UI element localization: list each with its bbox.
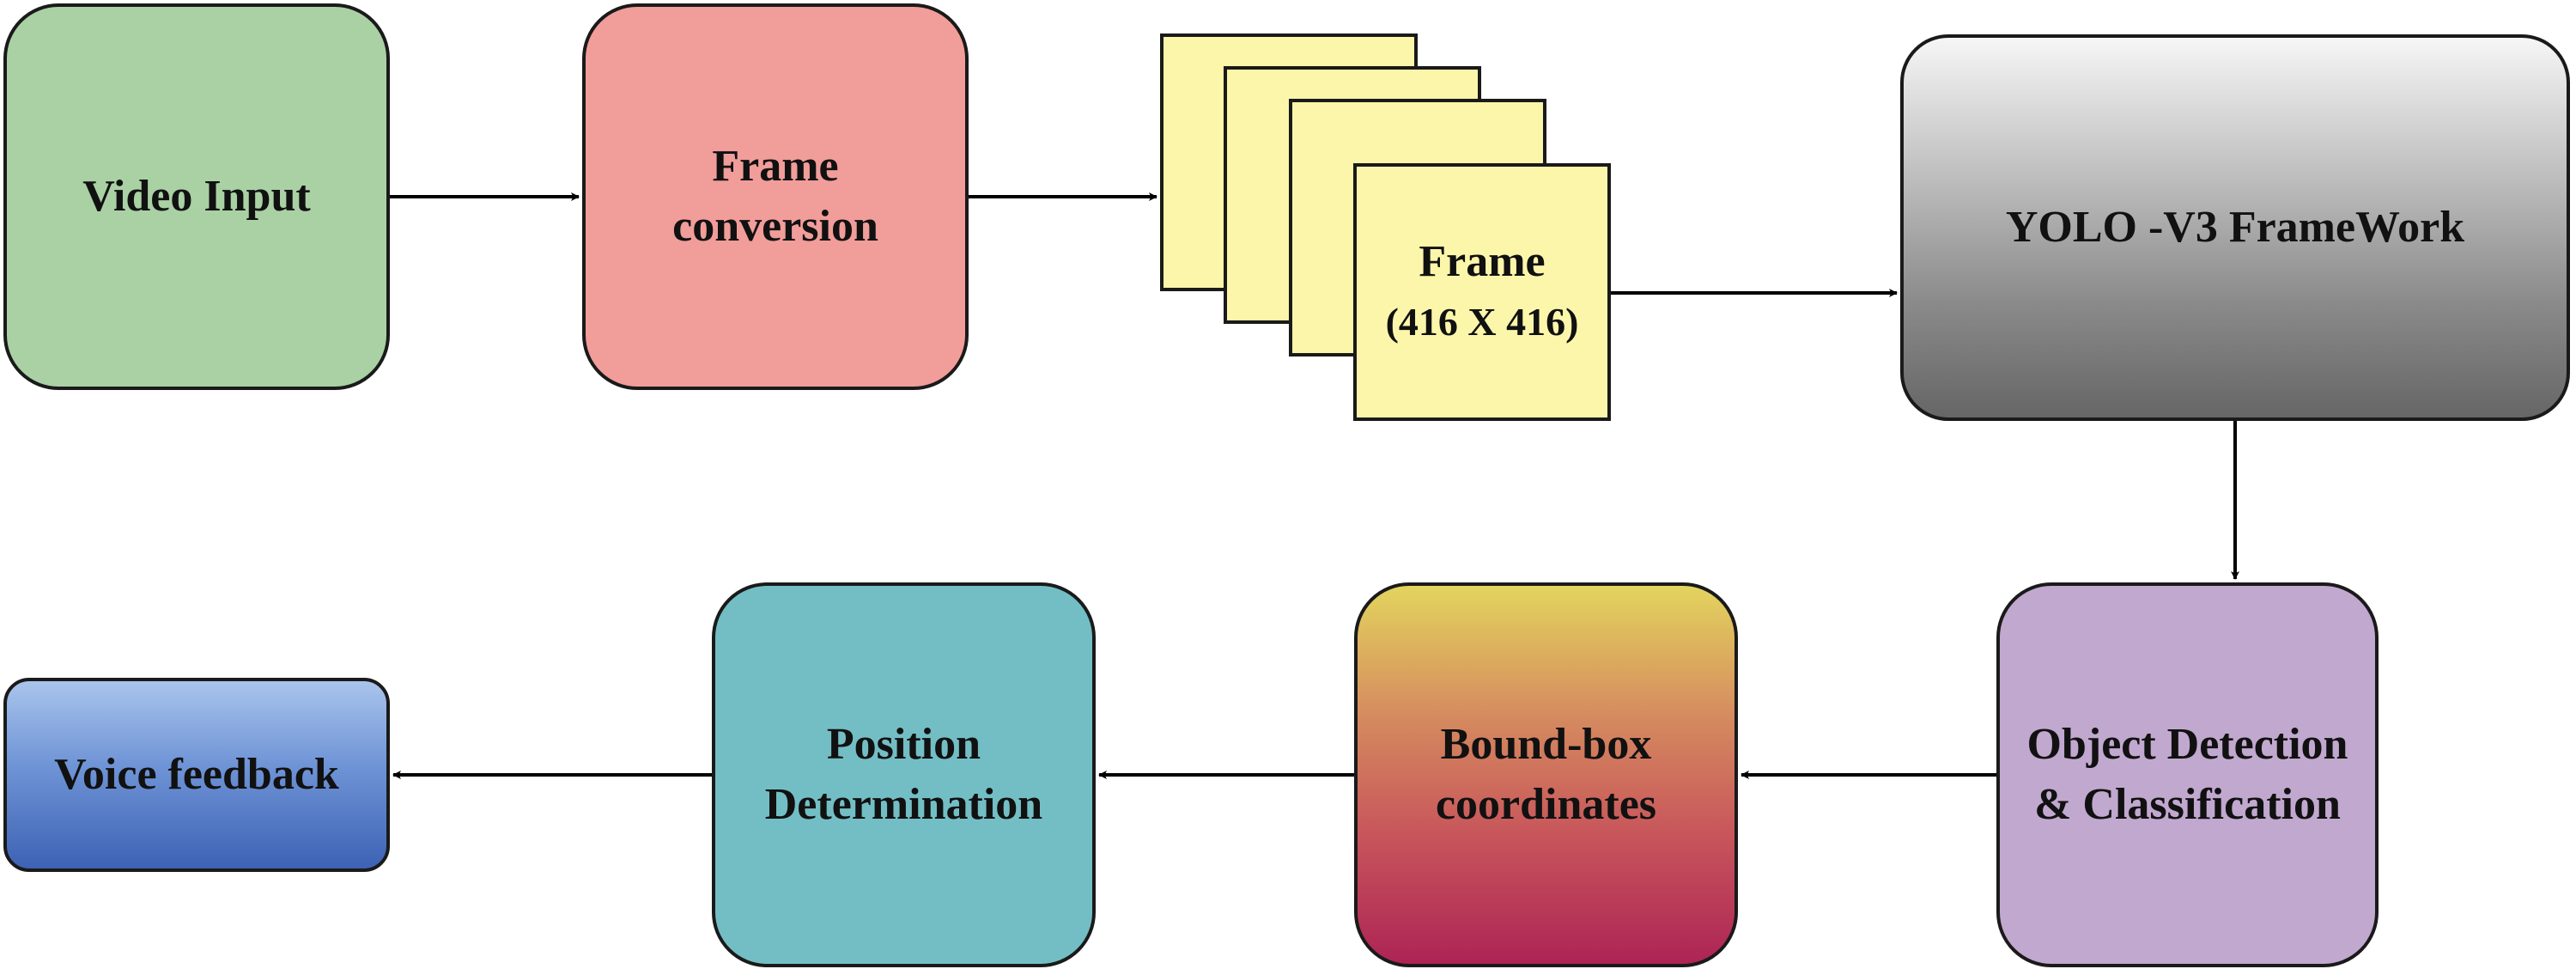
frame-size-label: (416 X 416) xyxy=(1385,300,1579,344)
frame-label: Frame xyxy=(1419,237,1546,286)
bound-box-node: Bound-box coordinates xyxy=(1354,582,1738,967)
position-determination-label-line2: Determination xyxy=(764,780,1043,829)
bound-box-label-line2: coordinates xyxy=(1435,780,1657,829)
voice-feedback-node: Voice feedback xyxy=(3,678,390,872)
position-determination-node: Position Determination xyxy=(712,582,1096,967)
position-determination-label-line1: Position xyxy=(826,720,981,769)
yolo-framework-label: YOLO -V3 FrameWork xyxy=(2005,203,2465,252)
frame-sheet-front: Frame (416 X 416) xyxy=(1353,163,1611,421)
object-detection-node: Object Detection & Classification xyxy=(1996,582,2379,967)
frame-conversion-label-line1: Frame xyxy=(712,142,839,191)
frame-conversion-node: Frame conversion xyxy=(582,3,969,390)
video-input-node: Video Input xyxy=(3,3,390,390)
voice-feedback-label: Voice feedback xyxy=(54,750,339,799)
video-input-label: Video Input xyxy=(82,172,311,221)
yolo-framework-node: YOLO -V3 FrameWork xyxy=(1900,34,2570,421)
bound-box-label-line1: Bound-box xyxy=(1440,720,1652,769)
frame-conversion-label-line2: conversion xyxy=(672,202,878,251)
object-detection-label-line2: & Classification xyxy=(2034,780,2341,829)
object-detection-label-line1: Object Detection xyxy=(2026,720,2348,769)
